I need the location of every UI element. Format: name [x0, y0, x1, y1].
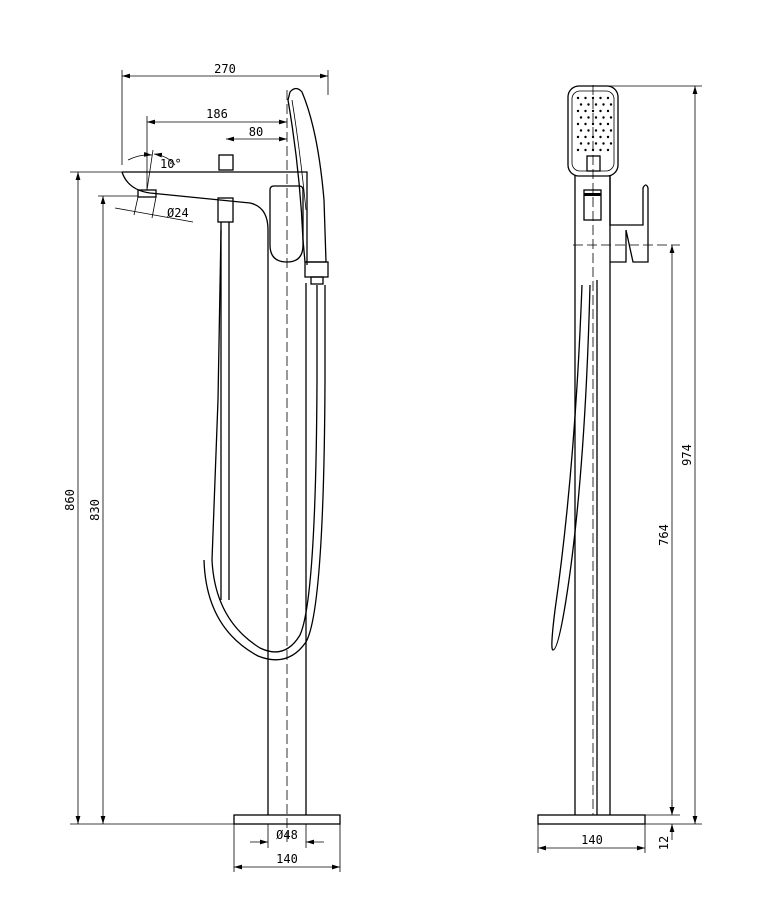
lever-handle — [269, 185, 304, 263]
side-view: 974 764 12 140 — [537, 85, 702, 853]
dimension-pipe-diameter: Ø48 — [250, 824, 324, 848]
spray-nozzle — [576, 148, 580, 152]
spray-nozzle — [594, 129, 598, 132]
spray-nozzle — [584, 148, 587, 152]
svg-text:974: 974 — [680, 444, 694, 466]
spray-nozzle — [599, 135, 602, 139]
dimension-80: 80 — [226, 125, 287, 142]
spray-nozzle — [579, 116, 583, 119]
spray-nozzle — [606, 122, 610, 126]
svg-text:186: 186 — [206, 107, 228, 121]
spray-nozzle — [579, 142, 583, 145]
side-base-plate — [537, 814, 646, 825]
spray-nozzle — [602, 116, 605, 119]
spray-nozzle — [584, 109, 587, 113]
spray-nozzle — [602, 142, 605, 145]
spray-nozzle — [584, 135, 587, 139]
spray-nozzle — [606, 148, 610, 152]
spray-nozzle — [576, 122, 580, 126]
spray-nozzle — [587, 142, 590, 145]
spray-nozzle — [591, 148, 595, 152]
spout-body — [121, 171, 308, 283]
spray-nozzle — [606, 135, 610, 139]
spray-nozzle — [591, 109, 595, 113]
svg-text:860: 860 — [63, 489, 77, 511]
dimension-860: 860 — [63, 171, 234, 825]
spray-nozzle — [584, 122, 587, 126]
spray-nozzle — [609, 142, 613, 145]
spray-nozzle — [576, 109, 580, 113]
spray-nozzle — [599, 96, 602, 100]
shower-hose — [211, 229, 318, 653]
svg-text:270: 270 — [214, 62, 236, 76]
spray-nozzle — [602, 103, 605, 106]
base-plate — [233, 814, 341, 825]
spray-nozzle — [579, 129, 583, 132]
spray-nozzle — [606, 109, 610, 113]
spray-nozzle — [591, 122, 595, 126]
spray-nozzle — [587, 116, 590, 119]
spray-nozzle — [584, 96, 587, 100]
svg-text:764: 764 — [657, 524, 671, 546]
dimension-base-140-side: 140 — [537, 824, 646, 853]
dimension-outlet-diameter: Ø24 — [114, 196, 194, 223]
spray-nozzle — [579, 103, 583, 106]
dimension-186: 186 — [146, 107, 287, 190]
spray-nozzle — [599, 148, 602, 152]
side-lever — [609, 175, 649, 263]
svg-text:140: 140 — [276, 852, 298, 866]
spray-nozzle — [594, 116, 598, 119]
spray-nozzle — [587, 103, 590, 106]
spray-nozzle — [591, 96, 595, 100]
dimension-764: 764 — [645, 245, 680, 816]
spray-nozzle — [609, 129, 613, 132]
side-pipe — [574, 85, 611, 815]
svg-text:830: 830 — [88, 499, 102, 521]
diverter-knob — [217, 154, 234, 600]
dimension-angle: 10° — [127, 149, 182, 191]
side-diverter — [583, 189, 602, 221]
hand-shower — [287, 87, 329, 285]
spray-nozzle — [602, 129, 605, 132]
svg-text:10°: 10° — [160, 157, 182, 171]
spray-nozzle — [599, 109, 602, 113]
front-view: 270 186 80 10° Ø24 860 — [63, 62, 341, 872]
dimension-270: 270 — [121, 62, 329, 165]
svg-text:80: 80 — [249, 125, 263, 139]
spray-nozzle — [609, 116, 613, 119]
spray-nozzle — [599, 122, 602, 126]
dimension-12: 12 — [657, 800, 675, 850]
side-hose — [551, 284, 591, 651]
svg-text:Ø24: Ø24 — [167, 206, 189, 220]
spray-nozzle — [576, 135, 580, 139]
side-shower-head — [567, 85, 619, 177]
spray-nozzle — [587, 129, 590, 132]
svg-text:Ø48: Ø48 — [276, 828, 298, 842]
spray-nozzle — [609, 103, 613, 106]
svg-text:12: 12 — [657, 836, 671, 850]
floor-stand-pipe — [267, 90, 307, 845]
dimension-base-140-front: 140 — [233, 824, 341, 872]
spray-nozzle — [606, 96, 610, 100]
svg-text:140: 140 — [581, 833, 603, 847]
spray-nozzle — [594, 142, 598, 145]
spray-nozzle — [576, 96, 580, 100]
dimension-830: 830 — [88, 195, 138, 824]
spray-nozzle — [594, 103, 598, 106]
spray-nozzle — [591, 135, 595, 139]
